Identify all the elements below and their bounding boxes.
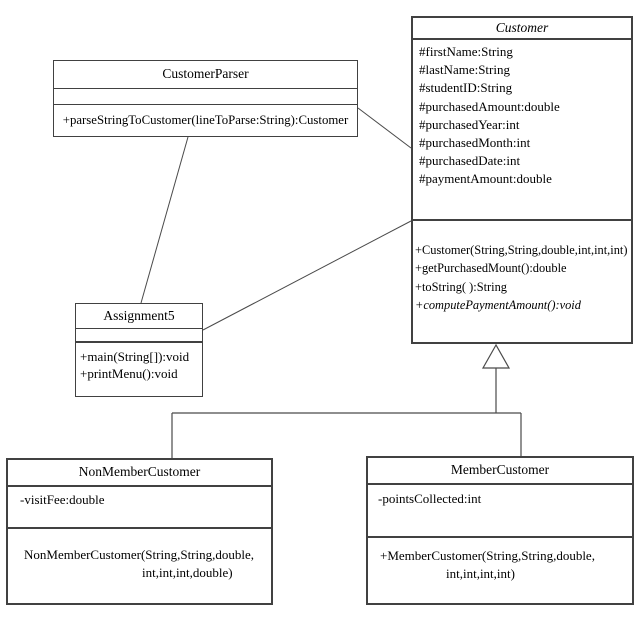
- attribute: #purchasedYear:int: [419, 116, 520, 132]
- method-line-2: int,int,int,int): [446, 566, 515, 581]
- method-abstract: +computePaymentAmount():void: [415, 298, 581, 313]
- assignment5-methods-section: +main(String[]):void +printMenu():void: [76, 343, 202, 396]
- customer-parser-attributes-section: [54, 89, 357, 105]
- method: +main(String[]):void: [80, 349, 190, 364]
- method: +toString( ):String: [415, 279, 508, 294]
- attribute: -visitFee:double: [20, 492, 105, 507]
- class-title-member-customer: MemberCustomer: [368, 458, 632, 485]
- method: +Customer(String,String,double,int,int,i…: [415, 243, 628, 257]
- method: +getPurchasedMount():double: [415, 261, 567, 276]
- class-box-customer-parser: CustomerParser +parseStringToCustomer(li…: [53, 60, 358, 137]
- attribute: #firstName:String: [419, 44, 513, 59]
- member-attributes-section: -pointsCollected:int: [368, 485, 632, 538]
- class-title-customer-parser: CustomerParser: [54, 61, 357, 89]
- class-box-customer: Customer #firstName:String #lastName:Str…: [411, 16, 633, 344]
- class-title-customer: Customer: [413, 18, 631, 40]
- method: +parseStringToCustomer(lineToParse:Strin…: [62, 113, 349, 127]
- member-methods-section: +MemberCustomer(String,String,double, in…: [368, 538, 632, 603]
- class-box-assignment5: Assignment5 +main(String[]):void +printM…: [75, 303, 203, 397]
- non-member-methods-section: NonMemberCustomer(String,String,double, …: [8, 529, 271, 603]
- attribute: #paymentAmount:double: [419, 171, 552, 187]
- attribute: #purchasedMonth:int: [419, 135, 531, 151]
- association-assignment5-customer: [202, 220, 412, 331]
- customer-methods-section: +Customer(String,String,double,int,int,i…: [413, 221, 631, 342]
- class-title-assignment5: Assignment5: [76, 304, 202, 329]
- customer-parser-methods-section: +parseStringToCustomer(lineToParse:Strin…: [54, 105, 357, 136]
- customer-attributes-section: #firstName:String #lastName:String #stud…: [413, 40, 631, 221]
- association-parser-assignment5: [140, 136, 189, 304]
- method-line-1: NonMemberCustomer(String,String,double,: [24, 547, 255, 562]
- attribute: #purchasedAmount:double: [419, 98, 560, 114]
- assignment5-attributes-section: [76, 329, 202, 343]
- association-parser-customer: [357, 107, 412, 149]
- attribute: #purchasedDate:int: [419, 153, 521, 169]
- method-line-2: int,int,int,double): [142, 565, 233, 580]
- attribute: -pointsCollected:int: [378, 491, 482, 506]
- class-box-member-customer: MemberCustomer -pointsCollected:int +Mem…: [366, 456, 634, 605]
- class-title-non-member-customer: NonMemberCustomer: [8, 460, 271, 487]
- method: +printMenu():void: [80, 366, 178, 381]
- attribute: #lastName:String: [419, 62, 510, 78]
- method-line-1: +MemberCustomer(String,String,double,: [380, 548, 595, 563]
- attribute: #studentID:String: [419, 80, 513, 96]
- non-member-attributes-section: -visitFee:double: [8, 487, 271, 529]
- generalization-arrow-icon: [481, 343, 511, 369]
- class-box-non-member-customer: NonMemberCustomer -visitFee:double NonMe…: [6, 458, 273, 605]
